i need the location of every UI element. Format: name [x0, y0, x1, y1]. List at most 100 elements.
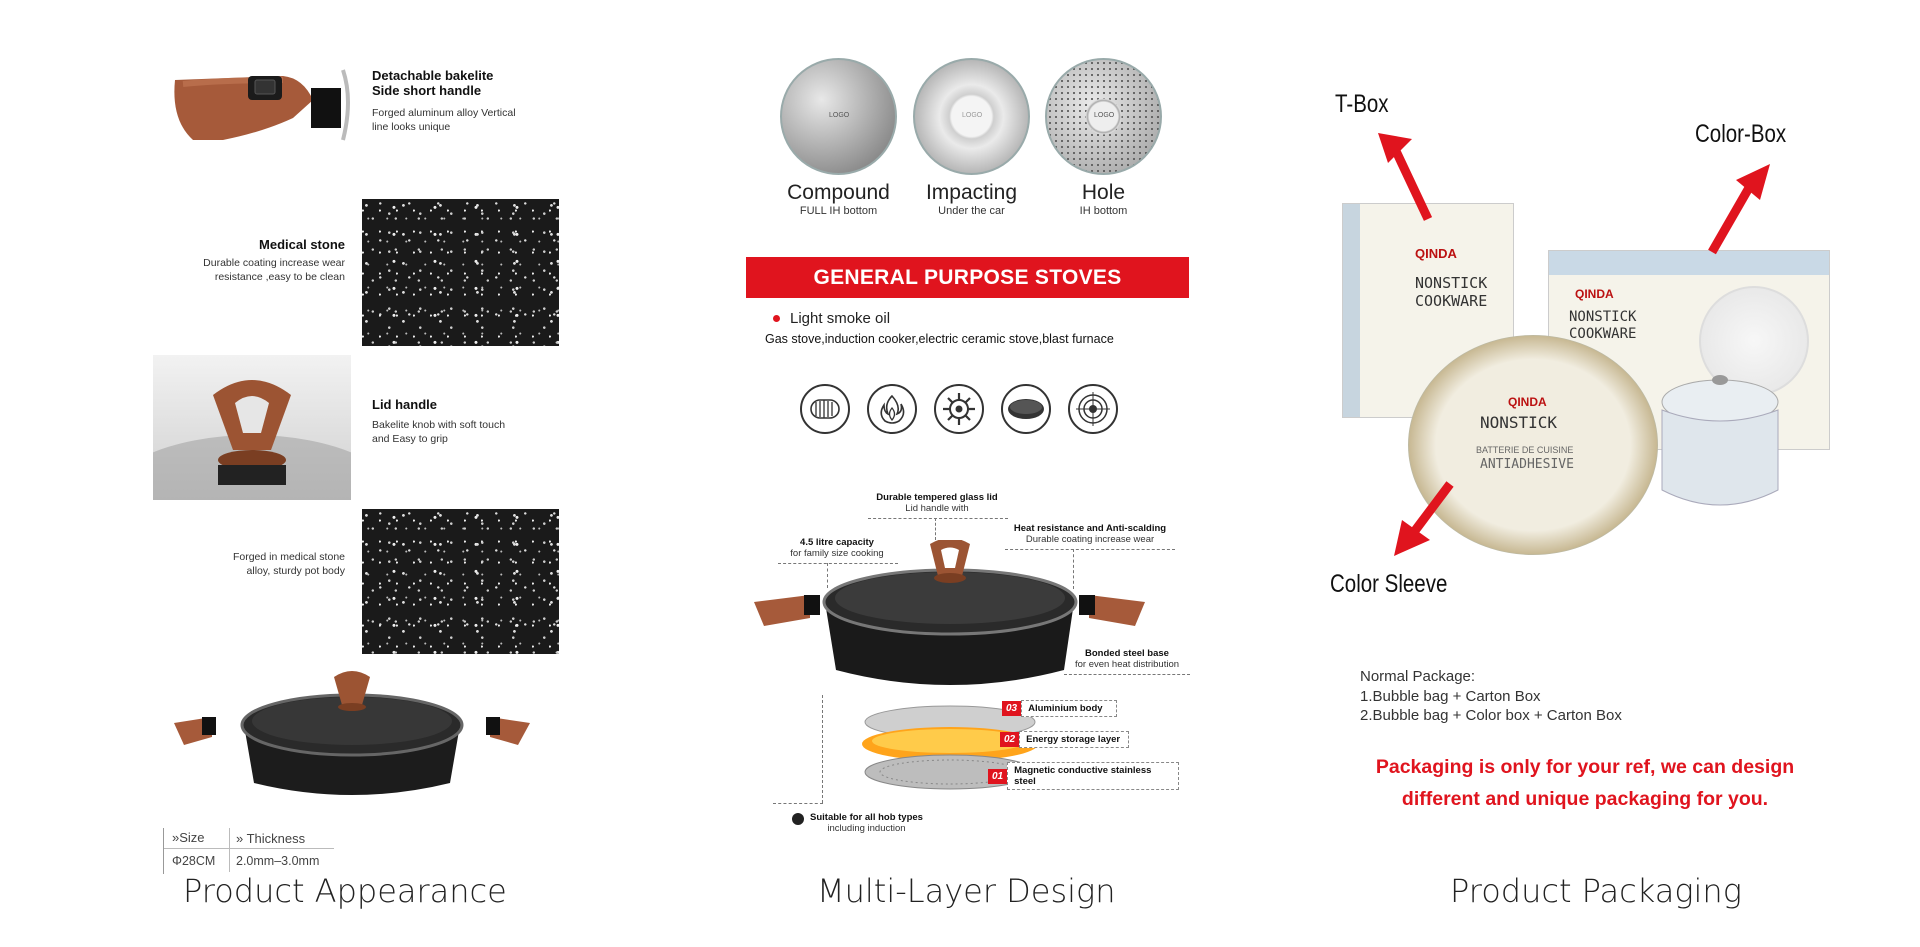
lid-annotation-sub: Lid handle with — [905, 503, 969, 514]
stoves-banner-text: GENERAL PURPOSE STOVES — [813, 265, 1122, 289]
impacting-name: Impacting — [925, 181, 1018, 204]
hob-annotation-title: Suitable for all hob types — [810, 812, 923, 823]
compound-label: Compound FULL IH bottom — [770, 181, 907, 217]
hob-annotation: Suitable for all hob types including ind… — [792, 812, 923, 834]
compound-bottom-disc: LOGO — [780, 58, 897, 175]
heat-annotation-sub: Durable coating increase wear — [1025, 534, 1155, 545]
tbox-arrow — [1378, 133, 1433, 221]
lid-leader-v — [935, 518, 936, 540]
sleeve-line1: NONSTICK — [1480, 413, 1558, 432]
sleeve-line4: ANTIADHESIVE — [1480, 457, 1574, 472]
packaging-note-line2: different and unique packaging for you. — [1401, 788, 1769, 811]
spec-size-value: Φ28CM — [172, 854, 216, 868]
impacting-logo: LOGO — [962, 112, 983, 119]
blast-furnace-icon — [1068, 384, 1118, 434]
layer-01-num: 01 — [988, 768, 1008, 784]
gas-burner-icon — [934, 384, 984, 434]
pot-image — [172, 665, 532, 815]
sleeve-arrow — [1394, 481, 1454, 556]
lid-annotation: Durable tempered glass lid Lid handle wi… — [862, 492, 1012, 514]
base-annotation: Bonded steel base for even heat distribu… — [1062, 648, 1192, 670]
lid-leader — [868, 518, 1008, 519]
packaging-note: Packaging is only for your ref, we can d… — [1330, 751, 1840, 815]
hole-sub: IH bottom — [1079, 205, 1128, 217]
sleeve-pan-image: QINDA NONSTICK BATTERIE DE CUISINE ANTIA… — [1408, 335, 1658, 555]
layer-01-label: Magnetic conductive stainless steel — [1007, 762, 1180, 790]
layer-01: 01 Magnetic conductive stainless steel — [988, 762, 1180, 790]
capacity-annotation-sub: for family size cooking — [790, 548, 884, 559]
tbox-line1: NONSTICK — [1415, 274, 1488, 292]
capacity-leader-v — [827, 563, 828, 588]
hole-name: Hole — [1081, 181, 1126, 204]
medical-stone-image — [362, 199, 559, 346]
lid-handle-image — [153, 355, 351, 500]
bullet-text: Light smoke oil — [790, 310, 891, 327]
hole-bottom-disc: LOGO — [1045, 58, 1162, 175]
compound-logo: LOGO — [829, 112, 850, 119]
impacting-sub: Under the car — [938, 205, 1005, 217]
colorbox-line2: COOKWARE — [1569, 326, 1637, 342]
feature-title-lid: Lid handle — [372, 397, 437, 412]
colorbox-arrow — [1708, 164, 1770, 255]
colorbox-brand: QINDA — [1575, 287, 1614, 301]
feature-title-handle: Detachable bakelite Side short handle — [372, 68, 494, 98]
spec-divider-v — [229, 828, 230, 872]
appearance-title: Product Appearance — [183, 872, 507, 910]
colorbox-line1: NONSTICK — [1569, 309, 1637, 325]
sleeve-line3: BATTERIE DE CUISINE — [1476, 445, 1574, 455]
base-annotation-sub: for even heat distribution — [1074, 659, 1180, 670]
compound-sub: FULL IH bottom — [799, 205, 878, 217]
sleeve-label: Color Sleeve — [1330, 570, 1448, 598]
capacity-leader — [778, 563, 898, 564]
impacting-bottom-disc: LOGO — [913, 58, 1030, 175]
layer-03-label: Aluminium body — [1021, 700, 1118, 717]
normal-package-item-2: 2.Bubble bag + Color box + Carton Box — [1360, 707, 1622, 724]
normal-package: Normal Package: 1.Bubble bag + Carton Bo… — [1360, 667, 1622, 726]
feature-sub-body: Forged in medical stone alloy, sturdy po… — [232, 551, 345, 577]
side-handle-image — [163, 60, 353, 150]
normal-package-item-1: 1.Bubble bag + Carton Box — [1360, 687, 1541, 705]
tbox-line2: COOKWARE — [1415, 292, 1488, 310]
hole-logo: LOGO — [1094, 112, 1115, 119]
lid-annotation-title: Durable tempered glass lid — [876, 492, 998, 503]
layer-03: 03 Aluminium body — [1002, 700, 1118, 717]
hob-leader-h — [773, 803, 823, 804]
spec-divider-h — [164, 848, 334, 849]
base-leader — [1064, 674, 1190, 675]
bullet-row: Light smoke oil — [773, 310, 890, 327]
packaging-note-line1: Packaging is only for your ref, we can d… — [1375, 756, 1795, 778]
multilayer-title: Multi-Layer Design — [817, 872, 1116, 910]
stoves-banner: GENERAL PURPOSE STOVES — [746, 257, 1189, 298]
feature-sub-stone: Durable coating increase wear resistance… — [203, 257, 345, 283]
induction-coil-icon — [800, 384, 850, 434]
packaging-title: Product Packaging — [1450, 872, 1742, 910]
base-annotation-title: Bonded steel base — [1085, 648, 1169, 659]
spec-thickness-label: » Thickness — [236, 831, 306, 846]
layer-03-num: 03 — [1002, 701, 1022, 716]
tbox-brand: QINDA — [1415, 246, 1457, 261]
capacity-annotation-title: 4.5 litre capacity — [800, 537, 874, 548]
spec-size-label: »Size — [172, 830, 205, 845]
compound-name: Compound — [787, 181, 890, 204]
heat-leader-v — [1073, 549, 1074, 589]
spec-table: »Size » Thickness Φ28CM 2.0mm–3.0mm — [163, 828, 343, 874]
hole-label: Hole IH bottom — [1035, 181, 1172, 217]
feature-sub-lid: Bakelite knob with soft touch and Easy t… — [372, 419, 506, 445]
feature-sub-handle: Forged aluminum alloy Vertical line look… — [372, 107, 516, 133]
stoves-list: Gas stove,induction cooker,electric cera… — [765, 332, 1114, 346]
feature-title-stone: Medical stone — [259, 237, 345, 252]
hob-annotation-sub: including induction — [827, 823, 906, 834]
flame-icon — [867, 384, 917, 434]
bullet-dot — [773, 315, 780, 322]
capacity-annotation: 4.5 litre capacity for family size cooki… — [772, 537, 902, 559]
heat-annotation-title: Heat resistance and Anti-scalding — [1013, 523, 1167, 534]
hob-leader-v — [822, 695, 823, 803]
ceramic-plate-icon — [1001, 384, 1051, 434]
pot-body-image — [362, 509, 559, 654]
tbox-label: T-Box — [1335, 90, 1389, 118]
layer-02: 02 Energy storage layer — [1000, 731, 1130, 748]
heat-leader — [1005, 549, 1175, 550]
heat-annotation: Heat resistance and Anti-scalding Durabl… — [1000, 523, 1180, 545]
sleeve-brand: QINDA — [1508, 395, 1547, 409]
saucepan-image — [1640, 370, 1800, 520]
